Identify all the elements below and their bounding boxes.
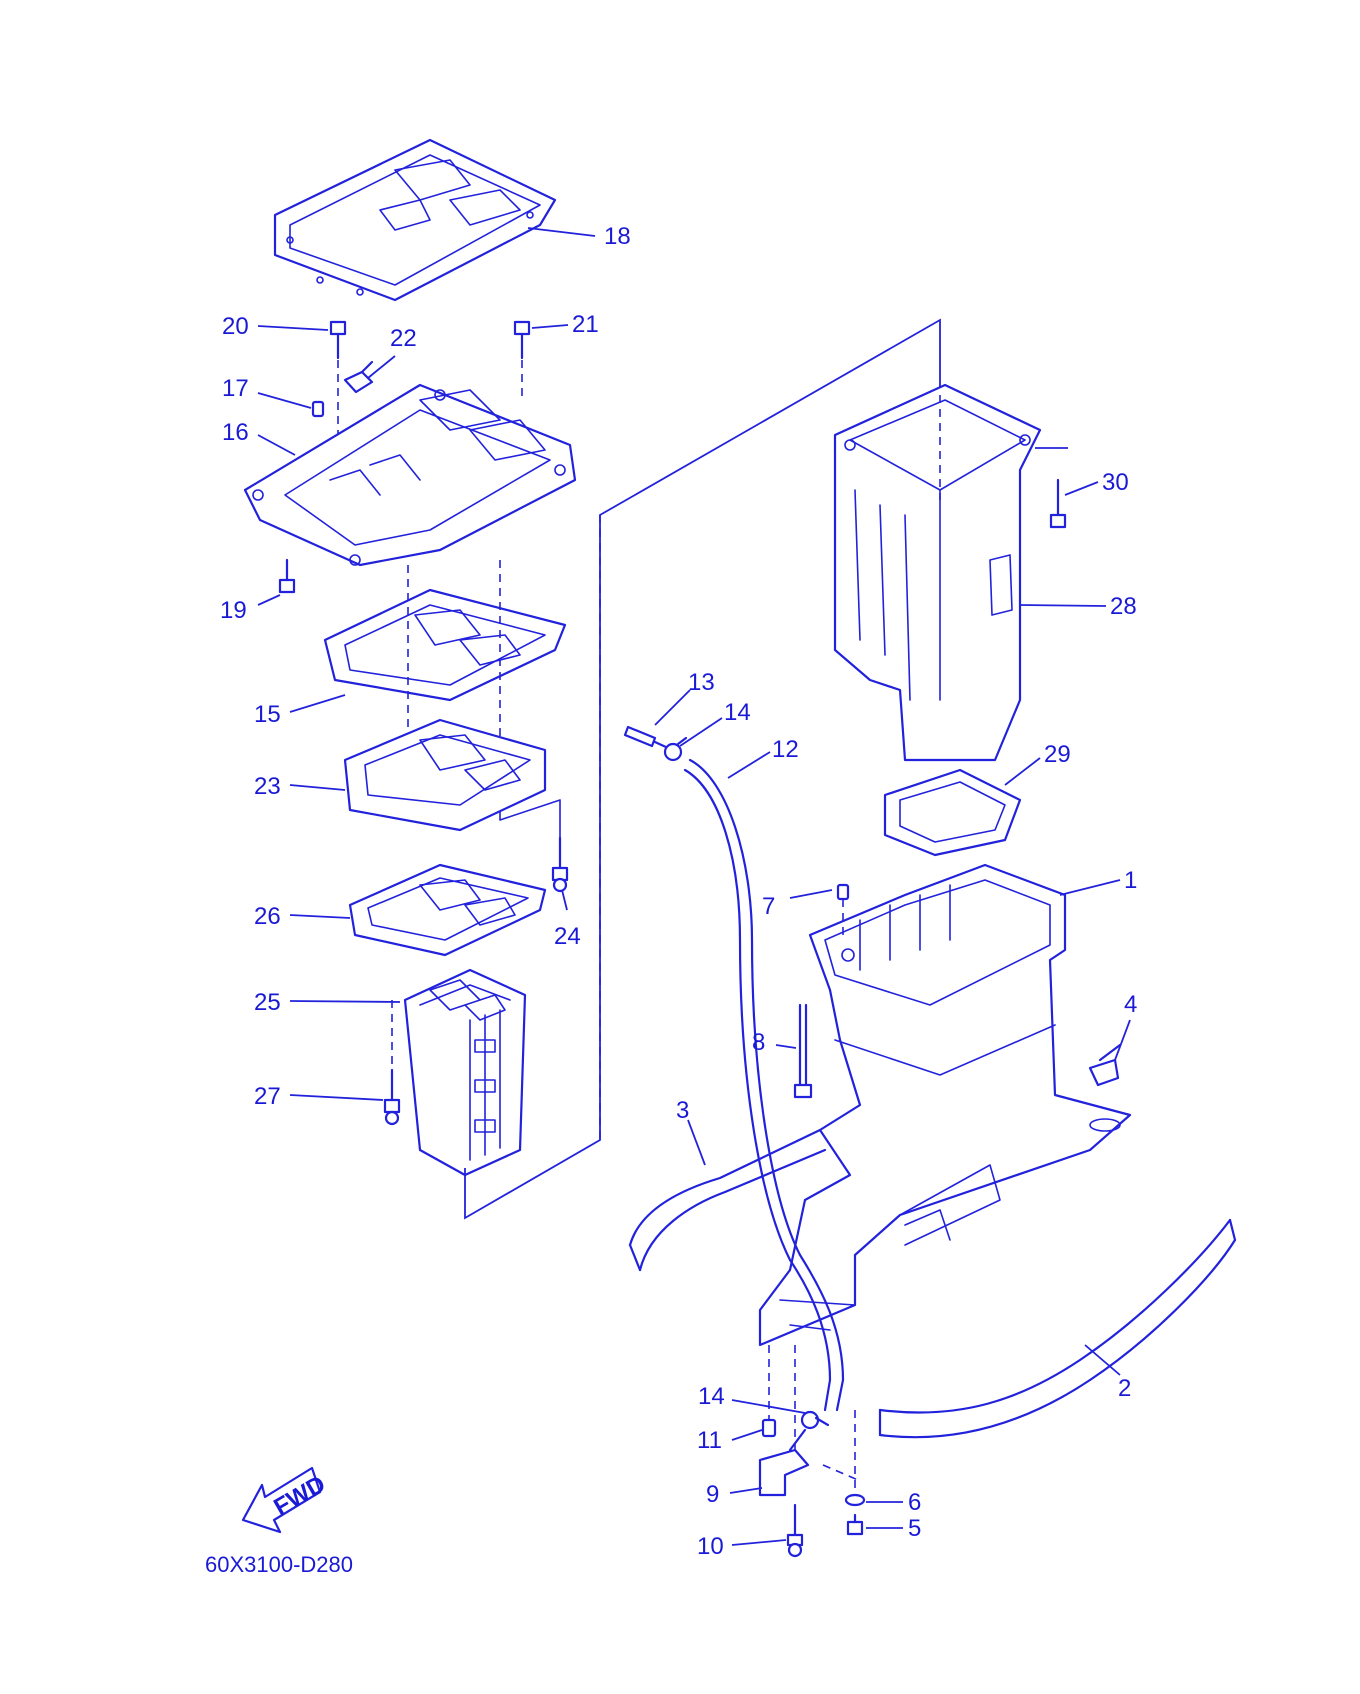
part-15-gasket bbox=[323, 560, 567, 820]
leader-lines bbox=[257, 227, 1131, 1546]
fwd-arrow-icon bbox=[241, 1466, 322, 1534]
callout-15: 15 bbox=[254, 701, 281, 728]
callout-labels: 1 2 3 4 5 6 7 8 9 10 11 12 13 14 14 15 1… bbox=[220, 223, 1137, 1560]
callout-10: 10 bbox=[697, 1533, 724, 1560]
callout-2: 2 bbox=[1118, 1375, 1131, 1402]
callout-11: 11 bbox=[697, 1427, 722, 1454]
part-20-bolt bbox=[329, 320, 347, 505]
part-6-washer bbox=[822, 1410, 866, 1507]
part-11-pin bbox=[761, 1345, 777, 1438]
callout-17: 17 bbox=[222, 375, 249, 402]
callout-20: 20 bbox=[222, 313, 249, 340]
callout-7: 7 bbox=[762, 893, 775, 920]
callout-26: 26 bbox=[254, 903, 281, 930]
callout-16: 16 bbox=[222, 419, 249, 446]
callout-22: 22 bbox=[390, 325, 417, 352]
part-16-exhaust-guide bbox=[243, 383, 577, 567]
part-7-pin bbox=[836, 883, 850, 935]
part-18-gasket bbox=[273, 138, 557, 302]
callout-8: 8 bbox=[752, 1029, 765, 1056]
callout-19: 19 bbox=[220, 597, 247, 624]
part-10-bolt bbox=[786, 1503, 804, 1558]
part-19-bolt bbox=[278, 558, 296, 594]
part-26-gasket bbox=[348, 863, 547, 957]
part-28-upper-casing bbox=[833, 383, 1042, 762]
part-30-bolt bbox=[1035, 447, 1068, 529]
callout-6: 6 bbox=[908, 1489, 921, 1516]
callout-27: 27 bbox=[254, 1083, 281, 1110]
part-1-lower-casing bbox=[758, 863, 1132, 1347]
callout-25: 25 bbox=[254, 989, 281, 1016]
part-21-bolt bbox=[513, 320, 531, 400]
callout-9: 9 bbox=[706, 1481, 719, 1508]
part-27-bolt bbox=[383, 1000, 401, 1126]
part-3-seal-strip bbox=[628, 1128, 827, 1272]
callout-21: 21 bbox=[572, 311, 599, 338]
part-29-seal bbox=[883, 768, 1022, 857]
callout-24: 24 bbox=[554, 923, 581, 950]
part-9-bracket bbox=[758, 1345, 810, 1497]
callout-28: 28 bbox=[1110, 593, 1137, 620]
part-8-bolt bbox=[793, 1003, 813, 1099]
callout-18: 18 bbox=[604, 223, 631, 250]
callout-5: 5 bbox=[908, 1515, 921, 1542]
part-23-plate bbox=[343, 718, 561, 841]
callout-3: 3 bbox=[676, 1097, 689, 1124]
part-4-cover bbox=[1088, 1043, 1122, 1087]
part-17-pin bbox=[311, 400, 325, 418]
callout-1: 1 bbox=[1124, 867, 1137, 894]
part-12-hose bbox=[683, 758, 845, 1412]
part-22-fitting bbox=[343, 360, 374, 394]
callout-4: 4 bbox=[1124, 991, 1137, 1018]
callout-29: 29 bbox=[1044, 741, 1071, 768]
assembly-bracket-lines bbox=[464, 318, 941, 1220]
part-24-bolt bbox=[551, 836, 569, 893]
part-14-clamp-lower bbox=[800, 1410, 830, 1430]
callout-13: 13 bbox=[688, 669, 715, 696]
callout-14-lower: 14 bbox=[698, 1383, 725, 1410]
callout-12: 12 bbox=[772, 736, 799, 763]
part-code: 60X3100-D280 bbox=[205, 1552, 353, 1577]
callout-23: 23 bbox=[254, 773, 281, 800]
callout-14-upper: 14 bbox=[724, 699, 751, 726]
part-2-seal-strip bbox=[878, 1218, 1237, 1439]
part-13-nipple bbox=[623, 725, 670, 750]
callout-30: 30 bbox=[1102, 469, 1129, 496]
part-5-nut bbox=[846, 1513, 864, 1536]
part-14-clamp-upper bbox=[663, 736, 688, 762]
part-25-muffler bbox=[403, 968, 527, 1177]
